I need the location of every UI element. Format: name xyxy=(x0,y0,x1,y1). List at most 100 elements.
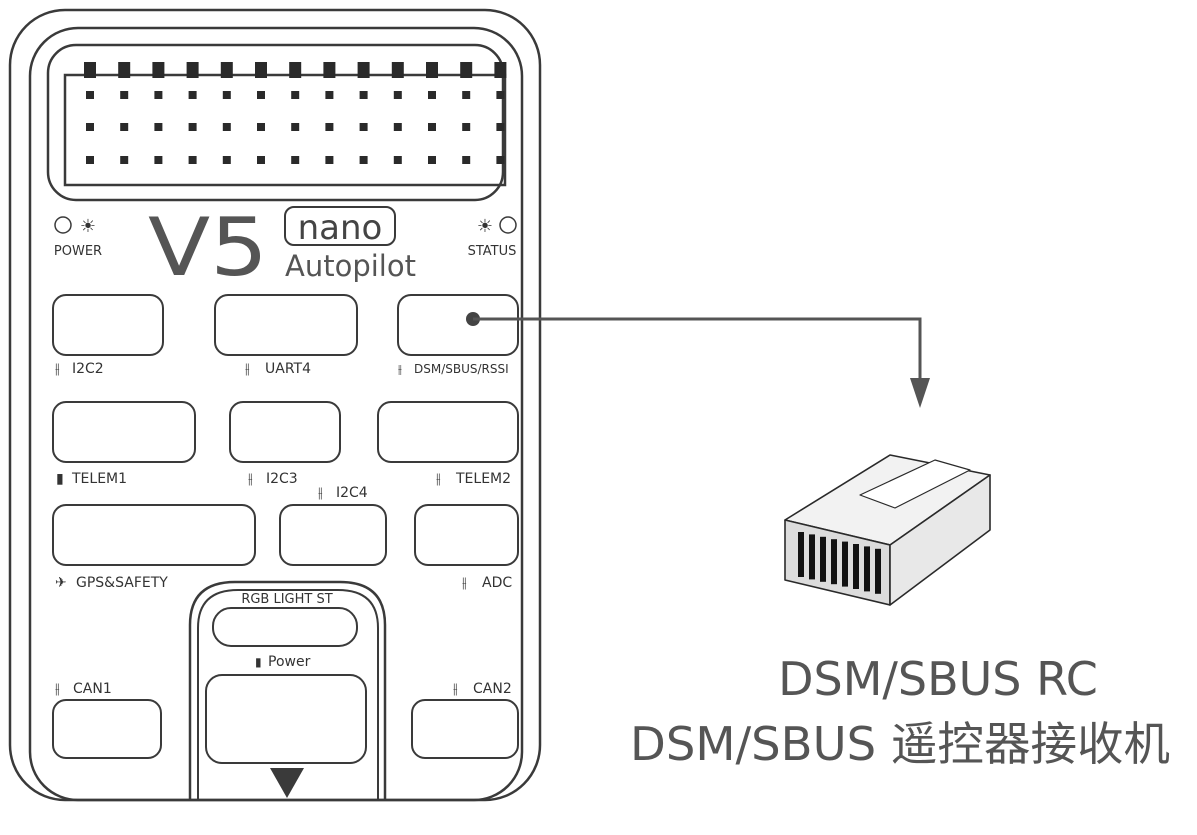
port-i2c4: ⫲ I2C4 xyxy=(279,485,387,566)
status-led-circle xyxy=(499,216,517,234)
header-pin xyxy=(291,91,300,99)
port-dsm: ⫲ DSM/SBUS/RSSI xyxy=(397,294,519,376)
header-pin xyxy=(188,91,197,99)
port-label: DSM/SBUS/RSSI xyxy=(414,362,509,376)
power-port-box xyxy=(205,674,367,764)
model-name: V5 xyxy=(148,201,268,294)
port-box xyxy=(52,401,196,463)
header-pin-tab xyxy=(152,62,165,78)
header-pin xyxy=(428,123,436,131)
header-pin-tab xyxy=(494,62,507,78)
signal-icon: ⫲ xyxy=(55,681,60,697)
port-adc: ⫲ ADC xyxy=(414,504,519,591)
receiver-pin xyxy=(875,548,881,594)
center-outline-inner xyxy=(197,589,379,800)
header-pin-tab xyxy=(118,62,131,78)
header-pin xyxy=(222,156,231,164)
header-pin xyxy=(393,156,402,164)
wire-path xyxy=(473,317,922,385)
port-label: I2C4 xyxy=(336,485,368,501)
header-pin-tab xyxy=(426,62,438,78)
power-led-circle xyxy=(54,216,72,234)
sun-icon: ☀ xyxy=(80,216,96,237)
header-pin-tab xyxy=(323,62,336,78)
header-pin xyxy=(496,123,505,131)
header-pin xyxy=(291,123,300,131)
port-label: TELEM2 xyxy=(455,471,511,487)
receiver-title-en: DSM/SBUS RC xyxy=(778,652,1098,706)
port-label: TELEM1 xyxy=(71,471,127,487)
status-led-label: STATUS xyxy=(468,244,517,259)
port-label: ADC xyxy=(482,575,512,591)
header-pin xyxy=(462,123,471,131)
receiver-pin xyxy=(853,544,859,589)
header-pin xyxy=(359,123,368,131)
header-pin-tab xyxy=(289,62,302,78)
receiver-label-plate xyxy=(859,459,971,509)
header-pin xyxy=(257,91,265,99)
pin-header xyxy=(46,43,507,202)
port-can1: ⫲ CAN1 xyxy=(52,681,162,759)
subtitle: Autopilot xyxy=(285,249,416,283)
badge-text: nano xyxy=(298,208,383,248)
header-pin-tab xyxy=(84,62,96,78)
header-pin xyxy=(359,156,368,164)
port-label: I2C2 xyxy=(72,361,104,377)
port-box xyxy=(397,294,519,356)
arrow-down-icon xyxy=(270,768,304,798)
header-pin xyxy=(86,91,94,99)
header-pin-tab xyxy=(357,62,370,78)
pin-header-inner xyxy=(63,73,507,187)
port-label: I2C3 xyxy=(266,471,298,487)
port-i2c2: ⫲ I2C2 xyxy=(52,294,164,377)
receiver-pin xyxy=(864,546,870,592)
header-pin xyxy=(120,123,129,131)
port-telem1: ▮ TELEM1 xyxy=(52,401,196,487)
signal-icon: ⫲ xyxy=(462,575,467,591)
header-pin xyxy=(462,156,471,164)
header-pin xyxy=(222,91,231,99)
rgb-port-box xyxy=(212,607,358,647)
port-gps: ✈ GPS&SAFETY xyxy=(52,504,256,591)
header-pin xyxy=(188,123,197,131)
header-pin xyxy=(257,123,265,131)
header-pin xyxy=(462,91,471,99)
board-inner-outline xyxy=(28,26,524,802)
header-pin xyxy=(154,91,163,99)
receiver-pin xyxy=(809,534,815,580)
signal-icon: ⫲ xyxy=(453,681,458,697)
signal-icon: ⫲ xyxy=(398,362,402,376)
header-pin xyxy=(428,156,436,164)
power-led-label: POWER xyxy=(54,244,102,259)
header-pin xyxy=(154,156,163,164)
receiver-side xyxy=(889,474,991,606)
header-pin xyxy=(120,91,129,99)
receiver-pin xyxy=(831,539,837,585)
signal-icon: ⫲ xyxy=(55,361,60,377)
signal-icon: ⫲ xyxy=(436,471,441,487)
port-box xyxy=(414,504,519,566)
header-pin xyxy=(291,156,300,164)
rgb-port-label: RGB LIGHT ST xyxy=(241,592,332,607)
header-pin xyxy=(86,156,94,164)
pin-header-frame xyxy=(46,43,505,202)
antenna-icon: ▮ xyxy=(56,471,64,487)
port-box xyxy=(411,699,519,759)
satellite-icon: ✈ xyxy=(55,575,67,591)
port-box xyxy=(52,699,162,759)
bottom-center-area: RGB LIGHT ST ▮ Power xyxy=(188,580,387,800)
header-pin-tab xyxy=(391,62,404,78)
port-box xyxy=(229,401,341,463)
header-pin xyxy=(257,156,265,164)
header-pin-tab xyxy=(460,62,473,78)
header-pin-tab xyxy=(186,62,199,78)
connection-wire xyxy=(466,312,930,408)
header-pin xyxy=(325,123,334,131)
rc-receiver-illustration xyxy=(784,454,991,606)
header-pin xyxy=(325,156,334,164)
battery-icon: ▮ xyxy=(255,655,262,669)
receiver-pin xyxy=(842,541,848,587)
flight-controller-board xyxy=(8,8,542,802)
port-i2c3: ⫲ I2C3 xyxy=(229,401,341,487)
